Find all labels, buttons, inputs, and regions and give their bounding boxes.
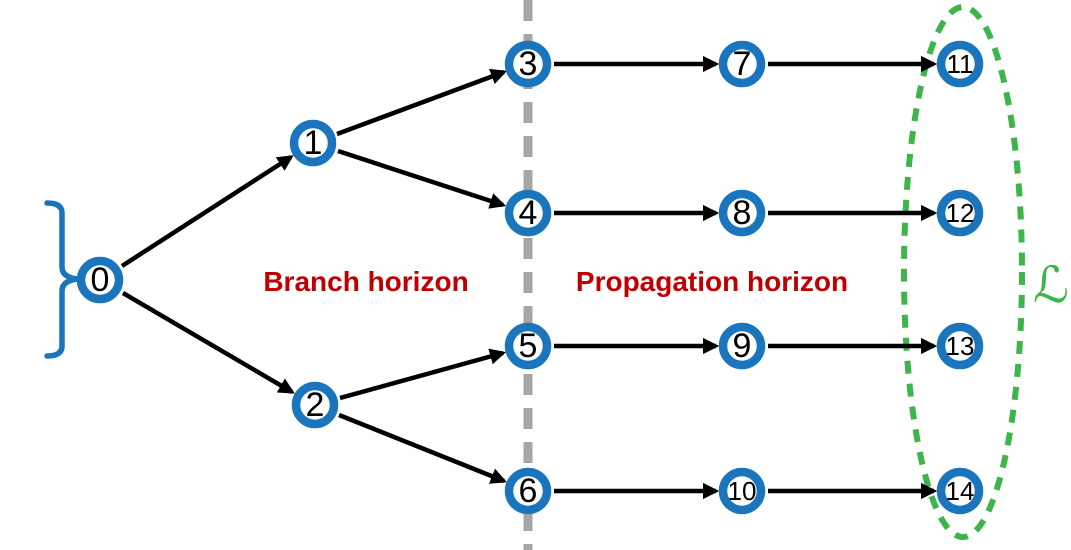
node-14: 14 — [936, 467, 984, 515]
node-5-circle — [504, 322, 552, 370]
node-0: 0 — [76, 256, 124, 304]
node-11-circle — [936, 40, 984, 88]
edge-1-3 — [336, 68, 508, 137]
node-6-circle — [504, 467, 552, 515]
node-8: 8 — [718, 189, 766, 237]
node-11: 11 — [936, 40, 984, 88]
node-3: 3 — [504, 40, 552, 88]
node-0-label: 0 — [91, 261, 110, 299]
node-10-label: 10 — [728, 476, 757, 506]
node-1-circle — [289, 119, 337, 167]
node-4: 4 — [504, 189, 552, 237]
edges — [120, 55, 938, 500]
edge-0-2 — [121, 291, 295, 394]
node-3-label: 3 — [519, 45, 538, 83]
node-12: 12 — [936, 189, 984, 237]
edge-1-4 — [337, 148, 507, 209]
propagation-horizon-label: Propagation horizon — [576, 266, 848, 297]
node-12-label: 12 — [946, 198, 975, 228]
node-13: 13 — [936, 322, 984, 370]
node-0-circle — [76, 256, 124, 304]
node-3-circle — [504, 40, 552, 88]
node-13-circle — [936, 322, 984, 370]
node-7: 7 — [718, 40, 766, 88]
node-1: 1 — [289, 119, 337, 167]
edge-2-5 — [339, 348, 507, 401]
root-brace — [44, 200, 80, 359]
node-7-circle — [718, 40, 766, 88]
node-4-circle — [504, 189, 552, 237]
node-14-circle — [936, 467, 984, 515]
node-8-label: 8 — [733, 194, 752, 232]
node-8-circle — [718, 189, 766, 237]
leaf-set-ellipse — [901, 4, 1025, 540]
node-9-label: 9 — [733, 327, 752, 365]
node-9: 9 — [718, 322, 766, 370]
node-12-circle — [936, 189, 984, 237]
node-10: 10 — [718, 467, 766, 515]
node-6-label: 6 — [519, 472, 538, 510]
node-14-label: 14 — [946, 476, 975, 506]
leaf-set-symbol: ℒ — [1033, 256, 1069, 314]
node-7-label: 7 — [733, 45, 752, 83]
node-13-label: 13 — [946, 331, 975, 361]
node-6: 6 — [504, 467, 552, 515]
node-5-label: 5 — [519, 327, 538, 365]
node-2-circle — [291, 381, 339, 429]
node-5: 5 — [504, 322, 552, 370]
node-4-label: 4 — [519, 194, 538, 232]
node-10-circle — [718, 467, 766, 515]
node-2-label: 2 — [306, 386, 325, 424]
node-11-label: 11 — [947, 49, 974, 79]
node-9-circle — [718, 322, 766, 370]
branch-horizon-label: Branch horizon — [263, 266, 468, 297]
nodes: 0 1 2 3 4 5 6 — [76, 40, 984, 515]
node-1-label: 1 — [304, 124, 323, 162]
node-2: 2 — [291, 381, 339, 429]
edge-0-1 — [120, 155, 294, 268]
edge-2-6 — [338, 412, 508, 484]
